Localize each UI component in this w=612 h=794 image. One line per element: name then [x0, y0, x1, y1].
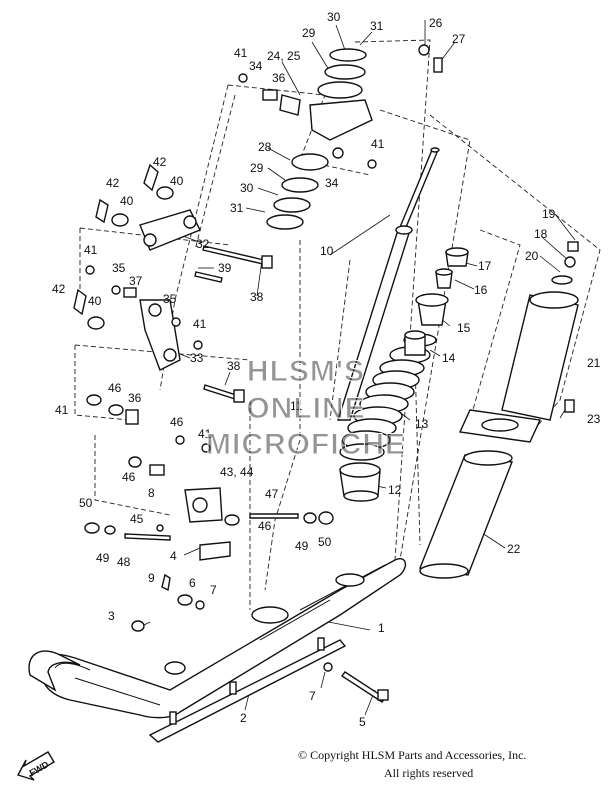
runner	[148, 637, 347, 743]
copyright-notice: © Copyright HLSM Parts and Accessories, …	[298, 748, 527, 762]
leader-lines	[137, 20, 576, 716]
label-41f: 41	[198, 427, 212, 441]
spring	[339, 333, 437, 461]
label-40b: 40	[120, 194, 134, 208]
label-50b: 50	[318, 535, 332, 549]
label-29b: 29	[250, 161, 264, 175]
lower-boot	[419, 450, 513, 579]
label-4: 4	[170, 549, 177, 563]
shock-boot	[458, 291, 579, 443]
label-12: 12	[388, 483, 402, 497]
label-30b: 30	[240, 181, 254, 195]
label-39: 39	[218, 261, 232, 275]
label-34a: 34	[249, 59, 263, 73]
label-43-44: 43, 44	[220, 465, 254, 479]
label-41e: 41	[55, 403, 69, 417]
label-20: 20	[525, 249, 539, 263]
label-28: 28	[258, 140, 272, 154]
label-41d: 41	[193, 317, 207, 331]
label-24-25: 24, 25	[267, 49, 301, 63]
label-8: 8	[148, 486, 155, 500]
label-36b: 36	[128, 391, 142, 405]
label-37: 37	[129, 274, 143, 288]
label-40a: 40	[170, 174, 184, 188]
strut-rod	[337, 147, 440, 421]
label-2: 2	[240, 711, 247, 725]
label-31a: 31	[370, 19, 384, 33]
label-35b: 35	[163, 292, 177, 306]
label-14: 14	[442, 351, 456, 365]
hardware	[73, 73, 579, 703]
label-49b: 49	[295, 539, 309, 553]
label-17: 17	[478, 259, 492, 273]
label-27: 27	[452, 32, 466, 46]
label-33: 33	[190, 351, 204, 365]
label-40c: 40	[88, 294, 102, 308]
label-31b: 31	[230, 201, 244, 215]
label-42a: 42	[153, 155, 167, 169]
label-32: 32	[196, 237, 210, 251]
label-42b: 42	[106, 176, 120, 190]
link-arms	[139, 209, 201, 371]
label-50a: 50	[79, 496, 93, 510]
label-13: 13	[415, 417, 429, 431]
watermark-line-1: HLSM'S	[246, 355, 366, 389]
label-26: 26	[429, 16, 443, 30]
label-36a: 36	[272, 71, 286, 85]
label-46d: 46	[258, 519, 272, 533]
watermark-line-3: MICROFICHE	[206, 428, 406, 462]
label-3: 3	[108, 609, 115, 623]
label-34b: 34	[325, 176, 339, 190]
label-41a: 41	[234, 46, 248, 60]
ski	[28, 558, 407, 719]
label-38a: 38	[250, 290, 264, 304]
label-1: 1	[378, 621, 385, 635]
label-41c: 41	[84, 243, 98, 257]
label-46c: 46	[122, 470, 136, 484]
upper-bracket	[266, 44, 443, 230]
label-41b: 41	[371, 137, 385, 151]
watermark-line-2: ONLINE	[246, 392, 366, 426]
bushings	[404, 247, 469, 356]
label-7b: 7	[309, 689, 316, 703]
label-5: 5	[359, 715, 366, 729]
label-21: 21	[587, 356, 601, 370]
label-30a: 30	[327, 10, 341, 24]
label-7a: 7	[210, 583, 217, 597]
label-47: 47	[265, 487, 279, 501]
label-49a: 49	[96, 551, 110, 565]
label-23: 23	[587, 412, 601, 426]
label-46b: 46	[170, 415, 184, 429]
label-46a: 46	[108, 381, 122, 395]
spindle	[184, 487, 223, 523]
label-48: 48	[117, 555, 131, 569]
label-6: 6	[189, 576, 196, 590]
label-11: 11	[290, 399, 303, 413]
label-45: 45	[130, 512, 144, 526]
label-19: 19	[542, 207, 556, 221]
label-16: 16	[474, 283, 488, 297]
label-29a: 29	[302, 26, 316, 40]
label-10: 10	[320, 244, 334, 258]
label-22: 22	[507, 542, 521, 556]
forward-arrow-icon: FWD	[16, 751, 55, 781]
label-18: 18	[534, 227, 548, 241]
label-9: 9	[148, 571, 155, 585]
spring-seat	[339, 462, 381, 502]
label-38b: 38	[227, 359, 241, 373]
label-35a: 35	[112, 261, 126, 275]
rights-reserved-notice: All rights reserved	[384, 766, 474, 780]
callout-labels: 1 2 3 4 5 6 7 7 8 9 10 11 12 13 14 15 16…	[52, 10, 601, 729]
label-42c: 42	[52, 282, 66, 296]
label-15: 15	[457, 321, 471, 335]
